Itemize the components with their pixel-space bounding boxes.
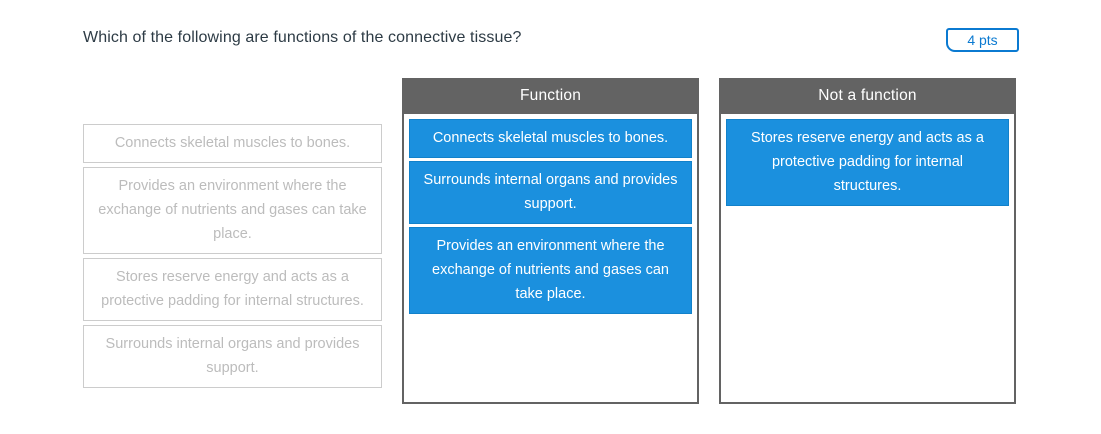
answer-bank-item[interactable]: Surrounds internal organs and provides s… (83, 325, 382, 388)
question-header-row: Which of the following are functions of … (0, 0, 1101, 70)
category-dropzone[interactable]: Stores reserve energy and acts as a prot… (719, 114, 1016, 404)
answer-bank-item[interactable]: Provides an environment where the exchan… (83, 167, 382, 254)
category-dropzone[interactable]: Connects skeletal muscles to bones.Surro… (402, 114, 699, 404)
placed-answer-chip[interactable]: Provides an environment where the exchan… (409, 227, 692, 314)
category-column-header: Function (402, 78, 699, 114)
answer-bank-item[interactable]: Stores reserve energy and acts as a prot… (83, 258, 382, 321)
answer-bank: Connects skeletal muscles to bones. Provi… (83, 124, 382, 392)
answer-bank-item[interactable]: Connects skeletal muscles to bones. (83, 124, 382, 163)
category-column-header: Not a function (719, 78, 1016, 114)
placed-answer-chip[interactable]: Stores reserve energy and acts as a prot… (726, 119, 1009, 206)
question-prompt: Which of the following are functions of … (83, 29, 522, 46)
points-badge: 4 pts (946, 28, 1019, 52)
placed-answer-chip[interactable]: Surrounds internal organs and provides s… (409, 161, 692, 224)
placed-answer-chip[interactable]: Connects skeletal muscles to bones. (409, 119, 692, 158)
